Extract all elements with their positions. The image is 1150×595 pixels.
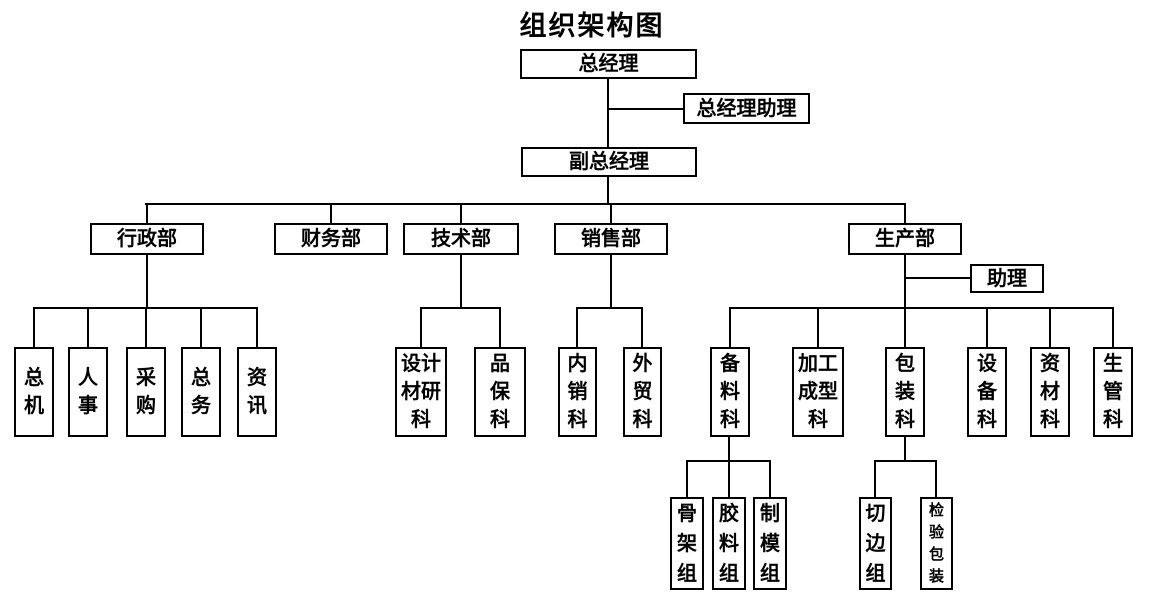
node-general-affairs: 总 务 [181,347,221,437]
connector-line [935,460,937,498]
node-finance-dept: 财务部 [274,223,388,255]
connector-line [33,307,35,348]
node-skeleton-group: 骨 架 组 [670,497,704,590]
connector-line [769,460,771,498]
node-information: 资 讯 [237,347,277,437]
node-trimming-group: 切 边 组 [859,497,892,590]
connector-line [610,255,612,309]
node-materials: 资 材 科 [1030,347,1070,437]
connector-line [145,203,906,205]
node-tech-dept: 技术部 [403,223,519,255]
connector-line [729,307,1114,309]
connector-line [460,255,462,309]
connector-line [420,307,501,309]
connector-line [608,108,683,110]
node-hr: 人 事 [68,347,108,437]
connector-line [904,436,906,462]
connector-line [420,307,422,348]
connector-line [499,307,501,348]
connector-line [576,307,578,348]
node-material-prep: 备 料 科 [710,347,750,437]
node-inspection-packing-group: 检 验 包 装 [920,497,953,590]
node-admin-dept: 行政部 [90,223,204,255]
connector-line [1112,307,1114,348]
connector-line [200,307,202,348]
connector-line [607,177,609,204]
connector-line [904,203,906,223]
node-packaging: 包 装 科 [885,347,925,437]
node-foreign-trade: 外 贸 科 [623,347,662,437]
node-mold-group: 制 模 组 [753,497,787,590]
node-switchboard: 总 机 [14,347,54,437]
connector-line [146,203,148,223]
connector-line [330,203,332,223]
connector-line [641,307,643,348]
node-production-assistant: 助理 [970,264,1044,293]
node-gm-assistant: 总经理助理 [683,93,810,124]
node-quality-assurance: 品 保 科 [474,347,526,437]
connector-line [686,460,688,498]
connector-line [607,78,609,148]
node-purchasing: 采 购 [126,347,166,437]
node-processing-molding: 加工 成型 科 [792,347,844,437]
connector-line [145,307,147,348]
node-production-dept: 生产部 [848,223,962,255]
connector-line [610,203,612,223]
node-deputy-general-manager: 副总经理 [521,147,697,177]
node-sales-dept: 销售部 [554,223,668,255]
node-production-control: 生 管 科 [1093,347,1133,437]
connector-line [1049,307,1051,348]
connector-line [576,307,643,309]
connector-line [874,460,937,462]
connector-line [256,307,258,348]
node-general-manager: 总经理 [520,49,697,79]
connector-line [817,307,819,348]
node-equipment: 设 备 科 [967,347,1007,437]
connector-line [146,255,148,309]
node-rubber-group: 胶 料 组 [712,497,746,590]
connector-line [728,436,730,498]
connector-line [874,460,876,498]
chart-title: 组织架构图 [519,11,665,41]
node-domestic-sales: 内 销 科 [558,347,597,437]
connector-line [686,460,771,462]
node-design-materials-research: 设计 材研 科 [395,347,447,437]
connector-line [87,307,89,348]
connector-line [986,307,988,348]
connector-line [460,203,462,223]
connector-line [729,307,731,348]
connector-line [905,277,970,279]
connector-line [904,255,906,348]
